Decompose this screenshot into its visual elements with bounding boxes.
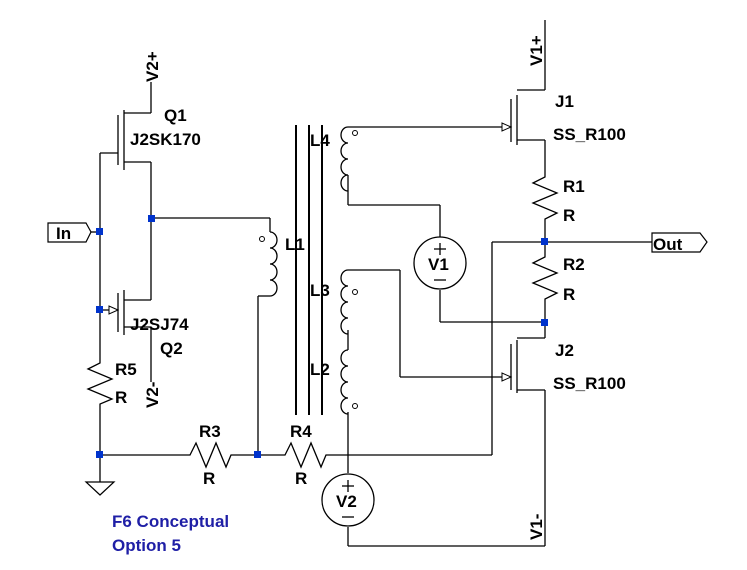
r5-value: R — [115, 388, 127, 407]
wires — [91, 20, 652, 547]
output-port-label: Out — [653, 235, 683, 254]
inductor-l3: L3 — [310, 269, 358, 335]
r3-value: R — [203, 469, 215, 488]
r1-value: R — [563, 206, 575, 225]
r4-name: R4 — [290, 422, 312, 441]
transformer-core — [295, 125, 323, 415]
output-port: Out — [651, 232, 708, 254]
rail-label-q2-drain: V2- — [143, 382, 162, 408]
q2-name: Q2 — [160, 339, 183, 358]
inductor-l4: L4 — [310, 126, 358, 192]
input-port-label: In — [56, 224, 71, 243]
transistor-q2: J2SJ74 Q2 — [130, 315, 189, 358]
v1-label: V1 — [428, 255, 449, 274]
rail-label-j1-drain: V1+ — [527, 35, 546, 66]
l2-label: L2 — [310, 360, 330, 379]
l4-label: L4 — [310, 131, 330, 150]
q1-model: J2SK170 — [130, 130, 201, 149]
note-line-2: Option 5 — [112, 536, 181, 555]
transistor-q1: Q1 J2SK170 — [130, 106, 201, 149]
transistor-j2: J2 SS_R100 — [553, 341, 626, 393]
v2-label: V2 — [336, 492, 357, 511]
note-line-1: F6 Conceptual — [112, 512, 229, 531]
junction-dots — [96, 215, 548, 458]
r2-value: R — [563, 285, 575, 304]
r5-name: R5 — [115, 360, 137, 379]
gate-arrows — [108, 122, 513, 382]
resistor-r5: R5 R — [86, 358, 137, 408]
resistor-r1: R1 R — [531, 172, 585, 225]
q2-model: J2SJ74 — [130, 315, 189, 334]
j1-model: SS_R100 — [553, 125, 626, 144]
resistor-r3: R3 R — [185, 422, 235, 488]
input-port: In — [47, 222, 92, 243]
j2-model: SS_R100 — [553, 374, 626, 393]
r2-name: R2 — [563, 255, 585, 274]
rail-label-j2-drain: V1- — [527, 514, 546, 540]
source-v2: V2 — [321, 473, 375, 527]
q1-name: Q1 — [164, 106, 187, 125]
r1-name: R1 — [563, 177, 585, 196]
j1-name: J1 — [555, 92, 574, 111]
j2-name: J2 — [555, 341, 574, 360]
resistor-r4: R4 R — [280, 422, 330, 488]
transistor-j1: J1 SS_R100 — [553, 92, 626, 144]
inductor-l1: L1 — [259, 231, 305, 297]
rail-label-q1-drain: V2+ — [143, 51, 162, 82]
r3-name: R3 — [199, 422, 221, 441]
inductor-l2: L2 — [310, 349, 358, 415]
l1-label: L1 — [285, 235, 305, 254]
source-v1: V1 — [413, 236, 467, 290]
r4-value: R — [295, 469, 307, 488]
l3-label: L3 — [310, 281, 330, 300]
ground-symbol — [84, 480, 116, 496]
resistor-r2: R2 R — [531, 252, 585, 305]
